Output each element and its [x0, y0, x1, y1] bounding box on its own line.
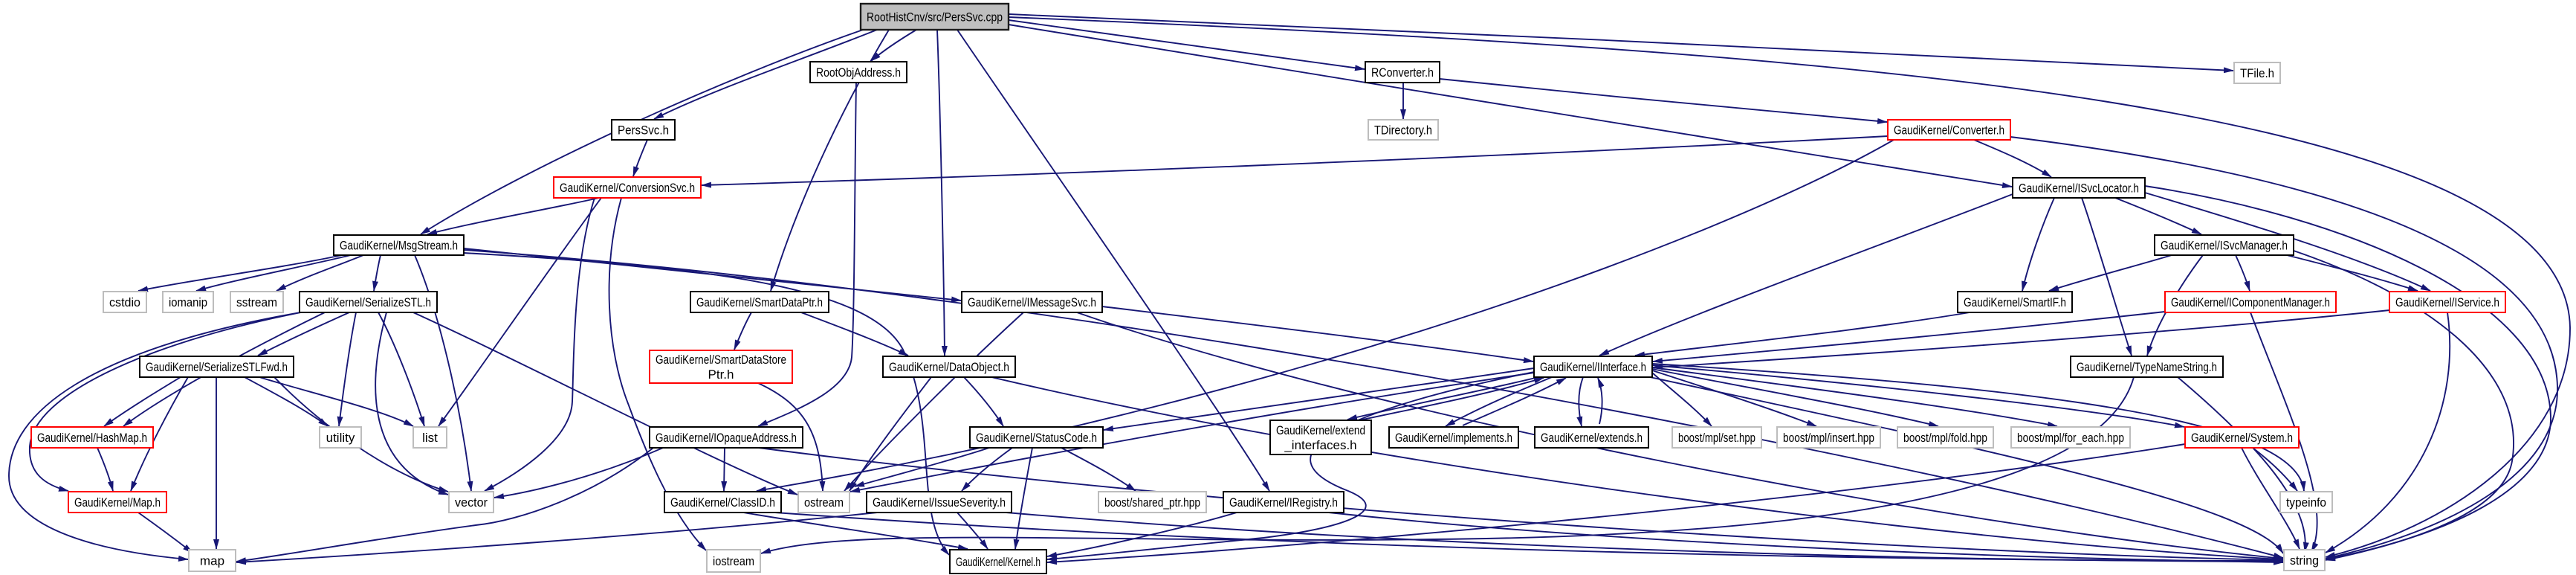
- svg-text:GaudiKernel/SmartDataPtr.h: GaudiKernel/SmartDataPtr.h: [696, 295, 823, 309]
- svg-text:GaudiKernel/IRegistry.h: GaudiKernel/IRegistry.h: [1229, 495, 1338, 510]
- svg-text:GaudiKernel/DataObject.h: GaudiKernel/DataObject.h: [889, 360, 1009, 374]
- svg-text:GaudiKernel/ISvcManager.h: GaudiKernel/ISvcManager.h: [2161, 239, 2288, 253]
- svg-text:GaudiKernel/MsgStream.h: GaudiKernel/MsgStream.h: [340, 239, 458, 253]
- svg-text:GaudiKernel/HashMap.h: GaudiKernel/HashMap.h: [37, 431, 147, 445]
- svg-text:TDirectory.h: TDirectory.h: [1374, 123, 1432, 138]
- svg-text:boost/mpl/set.hpp: boost/mpl/set.hpp: [1678, 431, 1755, 445]
- svg-text:boost/mpl/for_each.hpp: boost/mpl/for_each.hpp: [2017, 431, 2124, 445]
- svg-text:GaudiKernel/IMessageSvc.h: GaudiKernel/IMessageSvc.h: [968, 295, 1096, 309]
- svg-text:GaudiKernel/SmartIF.h: GaudiKernel/SmartIF.h: [1964, 295, 2066, 309]
- svg-text:ostream: ostream: [804, 495, 844, 510]
- svg-text:GaudiKernel/StatusCode.h: GaudiKernel/StatusCode.h: [976, 431, 1097, 445]
- svg-text:GaudiKernel/extends.h: GaudiKernel/extends.h: [1541, 431, 1643, 445]
- svg-text:GaudiKernel/extend: GaudiKernel/extend: [1276, 423, 1365, 437]
- svg-text:GaudiKernel/System.h: GaudiKernel/System.h: [2191, 431, 2293, 445]
- svg-text:RConverter.h: RConverter.h: [1371, 65, 1434, 80]
- svg-text:boost/shared_ptr.hpp: boost/shared_ptr.hpp: [1104, 495, 1200, 510]
- svg-text:GaudiKernel/IOpaqueAddress.h: GaudiKernel/IOpaqueAddress.h: [656, 431, 797, 445]
- svg-text:string: string: [2290, 553, 2319, 568]
- svg-text:list: list: [422, 431, 438, 445]
- svg-text:GaudiKernel/ConversionSvc.h: GaudiKernel/ConversionSvc.h: [560, 181, 695, 195]
- svg-text:GaudiKernel/SerializeSTL.h: GaudiKernel/SerializeSTL.h: [305, 295, 431, 309]
- svg-text:GaudiKernel/TypeNameString.h: GaudiKernel/TypeNameString.h: [2077, 360, 2217, 374]
- svg-text:GaudiKernel/Map.h: GaudiKernel/Map.h: [74, 495, 161, 510]
- svg-text:typeinfo: typeinfo: [2286, 495, 2326, 510]
- svg-text:GaudiKernel/Kernel.h: GaudiKernel/Kernel.h: [956, 555, 1041, 569]
- svg-text:sstream: sstream: [236, 295, 277, 309]
- svg-text:RootObjAddress.h: RootObjAddress.h: [816, 65, 901, 80]
- svg-text:GaudiKernel/ClassID.h: GaudiKernel/ClassID.h: [670, 495, 775, 510]
- svg-text:utility: utility: [326, 431, 355, 445]
- svg-text:GaudiKernel/SerializeSTLFwd.h: GaudiKernel/SerializeSTLFwd.h: [146, 360, 288, 374]
- svg-text:GaudiKernel/IssueSeverity.h: GaudiKernel/IssueSeverity.h: [873, 495, 1006, 510]
- svg-text:GaudiKernel/IComponentManager.: GaudiKernel/IComponentManager.h: [2171, 295, 2330, 309]
- svg-text:GaudiKernel/IService.h: GaudiKernel/IService.h: [2395, 295, 2499, 309]
- svg-text:GaudiKernel/Converter.h: GaudiKernel/Converter.h: [1894, 123, 2004, 138]
- svg-text:GaudiKernel/IInterface.h: GaudiKernel/IInterface.h: [1540, 360, 1646, 374]
- svg-text:boost/mpl/fold.hpp: boost/mpl/fold.hpp: [1903, 431, 1987, 445]
- svg-text:TFile.h: TFile.h: [2240, 66, 2274, 80]
- svg-text:iomanip: iomanip: [169, 295, 207, 309]
- svg-text:GaudiKernel/SmartDataStore: GaudiKernel/SmartDataStore: [656, 353, 786, 367]
- svg-text:cstdio: cstdio: [109, 295, 140, 309]
- svg-text:PersSvc.h: PersSvc.h: [618, 123, 669, 138]
- svg-text:RootHistCnv/src/PersSvc.cpp: RootHistCnv/src/PersSvc.cpp: [867, 10, 1003, 25]
- svg-text:GaudiKernel/ISvcLocator.h: GaudiKernel/ISvcLocator.h: [2019, 182, 2139, 196]
- svg-text:vector: vector: [455, 495, 488, 510]
- svg-text:boost/mpl/insert.hpp: boost/mpl/insert.hpp: [1783, 431, 1874, 445]
- svg-text:iostream: iostream: [713, 554, 754, 568]
- svg-text:GaudiKernel/implements.h: GaudiKernel/implements.h: [1395, 431, 1512, 445]
- svg-text:map: map: [200, 554, 224, 568]
- svg-text:Ptr.h: Ptr.h: [708, 367, 734, 382]
- svg-text:_interfaces.h: _interfaces.h: [1284, 438, 1356, 452]
